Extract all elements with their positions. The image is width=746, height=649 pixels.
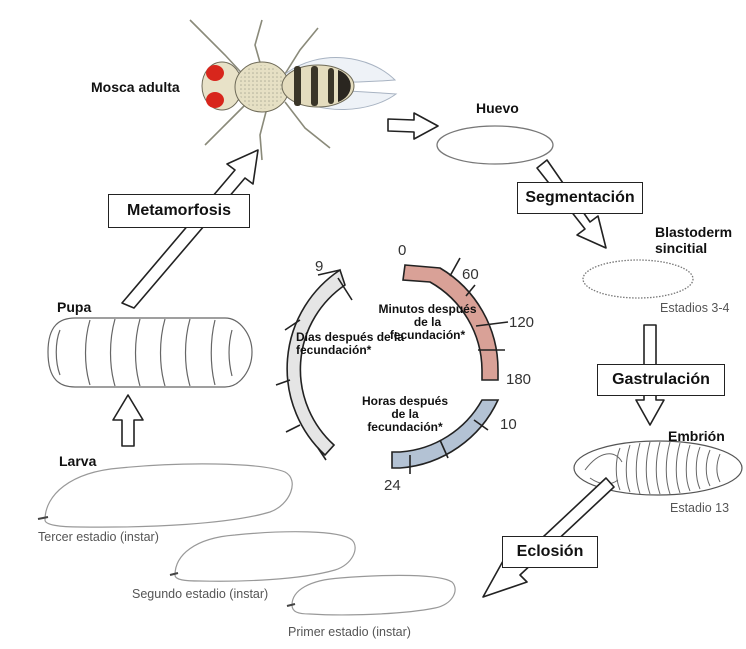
blastoderm-drawing	[583, 260, 693, 298]
tick-days-9: 9	[315, 258, 323, 275]
label-larva-third: Tercer estadio (instar)	[38, 530, 159, 544]
label-larva-second: Segundo estadio (instar)	[132, 587, 268, 601]
adult-fly-drawing	[190, 20, 396, 160]
process-segmentation-box: Segmentación	[517, 182, 643, 214]
timeline-clock	[276, 258, 508, 474]
egg-drawing	[437, 126, 553, 164]
timeline-hours-label: Horas después de la fecundación*	[355, 395, 455, 434]
label-larva: Larva	[59, 453, 96, 469]
label-adult-fly: Mosca adulta	[91, 79, 180, 95]
label-embryo-stage: Estadio 13	[670, 501, 729, 515]
larva-third-drawing	[38, 464, 292, 527]
tick-hours-24: 24	[384, 477, 401, 494]
tick-hours-10: 10	[500, 416, 517, 433]
process-segmentation-label: Segmentación	[525, 189, 634, 207]
process-eclosion-label: Eclosión	[517, 543, 584, 561]
label-blastoderm-line2: sincitial	[655, 240, 707, 256]
process-gastrulation-box: Gastrulación	[597, 364, 725, 396]
label-larva-first: Primer estadio (instar)	[288, 625, 411, 639]
larva-second-drawing	[170, 532, 355, 582]
larva-first-drawing	[287, 575, 455, 615]
label-egg: Huevo	[476, 100, 519, 116]
tick-minutes-0: 0	[398, 242, 406, 259]
label-pupa: Pupa	[57, 299, 91, 315]
tick-minutes-180: 180	[506, 371, 531, 388]
tick-minutes-60: 60	[462, 266, 479, 283]
process-eclosion-box: Eclosión	[502, 536, 598, 568]
timeline-days-label: Días después de la fecundación*	[296, 331, 414, 357]
label-embryo: Embrión	[668, 428, 725, 444]
process-gastrulation-label: Gastrulación	[612, 371, 710, 389]
label-blastoderm-line1: Blastoderm	[655, 224, 732, 240]
tick-minutes-120: 120	[509, 314, 534, 331]
process-metamorphosis-label: Metamorfosis	[127, 202, 231, 220]
pupa-drawing	[48, 318, 252, 387]
label-blastoderm-stages: Estadios 3-4	[660, 301, 729, 315]
process-metamorphosis-box: Metamorfosis	[108, 194, 250, 228]
